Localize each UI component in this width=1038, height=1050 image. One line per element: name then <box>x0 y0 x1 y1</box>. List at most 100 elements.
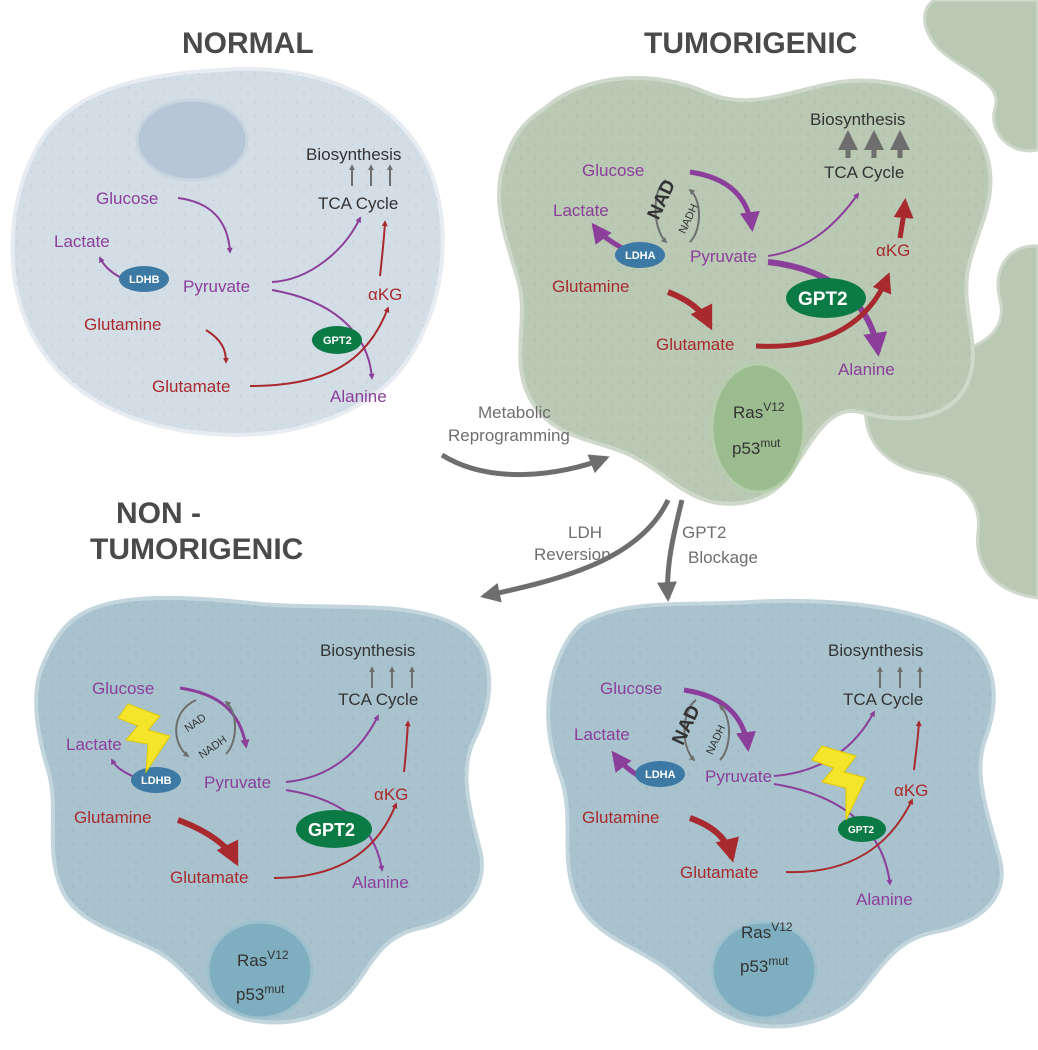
svg-text:RasV12: RasV12 <box>237 948 289 970</box>
tumor-lactate: Lactate <box>553 201 609 220</box>
ldh-tca: TCA Cycle <box>338 690 418 709</box>
gpt2b-glutamine: Glutamine <box>582 808 659 827</box>
metabolic-label-1: Metabolic <box>478 403 551 422</box>
tumor-nucleus <box>710 362 806 494</box>
heading-normal: NORMAL <box>182 27 314 60</box>
gpt2b-tca: TCA Cycle <box>843 690 923 709</box>
nontumor-nucleus-ldh <box>206 920 314 1020</box>
normal-biosynthesis: Biosynthesis <box>306 145 401 164</box>
normal-pyruvate: Pyruvate <box>183 277 250 296</box>
nontumor-cell-gpt2-texture <box>548 600 1002 1027</box>
normal-glutamine: Glutamine <box>84 315 161 334</box>
svg-text:RasV12: RasV12 <box>741 920 793 942</box>
gpt2b-ras: Ras <box>741 923 771 942</box>
heading-non-tumorigenic-2: TUMORIGENIC <box>90 533 303 566</box>
gpt2b-alanine: Alanine <box>856 890 913 909</box>
heading-non-tumorigenic-1: NON - <box>116 497 201 530</box>
tumor-ras: Ras <box>733 403 763 422</box>
ldh-gpt2-label: GPT2 <box>308 820 355 840</box>
ldh-inhibitor-bolt-icon <box>117 703 171 774</box>
gpt2b-biosynthesis: Biosynthesis <box>828 641 923 660</box>
nontumor-cell-ldh-texture <box>36 597 490 1023</box>
ldh-p53-sup: mut <box>264 982 285 996</box>
ldha-enzyme <box>615 242 665 268</box>
tumor-pathway <box>591 130 914 357</box>
ldh-label-2: Reversion <box>534 545 611 564</box>
normal-tca: TCA Cycle <box>318 194 398 213</box>
svg-text:RasV12: RasV12 <box>733 400 785 422</box>
ldh-glutamine: Glutamine <box>74 808 151 827</box>
normal-glutamate: Glutamate <box>152 377 230 396</box>
gpt2-blockage-arrow <box>656 499 685 602</box>
ldh-nucleus-labels: RasV12 p53mut <box>236 948 289 1004</box>
gpt2b-gpt2-label: GPT2 <box>848 825 875 836</box>
ldhb-enzyme <box>119 266 169 292</box>
tumor-akg: αKG <box>876 241 910 260</box>
ldh-label-1: LDH <box>568 523 602 542</box>
tumor-p53: p53 <box>732 439 760 458</box>
gpt2b-nucleus-labels: RasV12 p53mut <box>740 920 793 976</box>
svg-text:p53mut: p53mut <box>740 954 789 976</box>
gpt2-label-2: Blockage <box>688 548 758 567</box>
ldha-enzyme-active <box>635 761 685 787</box>
ldh-p53: p53 <box>236 985 264 1004</box>
tumor-gpt2-label: GPT2 <box>798 289 848 310</box>
svg-text:p53mut: p53mut <box>732 436 781 458</box>
gpt2b-p53: p53 <box>740 957 768 976</box>
gpt2b-lactate: Lactate <box>574 725 630 744</box>
gpt2b-p53-sup: mut <box>768 954 789 968</box>
normal-gpt2-label: GPT2 <box>323 335 352 347</box>
metabolic-reprogramming-arrow <box>440 452 610 477</box>
ldh-ras: Ras <box>237 951 267 970</box>
ldh-lactate: Lactate <box>66 735 122 754</box>
tumor-ldha-label: LDHA <box>625 250 656 262</box>
normal-alanine: Alanine <box>330 387 387 406</box>
tumor-pyruvate: Pyruvate <box>690 247 757 266</box>
gpt2b-ldha-label: LDHA <box>645 769 676 781</box>
normal-akg: αKG <box>368 285 402 304</box>
gpt2b-akg: αKG <box>894 781 928 800</box>
ldh-glutamate: Glutamate <box>170 868 248 887</box>
neighbor-tumor-cell-right <box>863 244 1038 600</box>
gpt2-label-1: GPT2 <box>682 523 726 542</box>
gpt2-enzyme-blocked <box>838 816 886 842</box>
tumor-cell-texture <box>498 77 991 504</box>
ldh-reversion-pathway <box>111 666 415 879</box>
gpt2-enzyme-active <box>296 810 372 848</box>
gpt2b-glucose: Glucose <box>600 679 662 698</box>
tumor-glutamate: Glutamate <box>656 335 734 354</box>
gpt2-enzyme-large <box>786 278 866 318</box>
svg-text:p53mut: p53mut <box>236 982 285 1004</box>
gpt2-blockage-pathway <box>611 666 923 886</box>
tumor-biosynthesis: Biosynthesis <box>810 110 905 129</box>
tumor-tca: TCA Cycle <box>824 163 904 182</box>
heading-tumorigenic: TUMORIGENIC <box>644 27 857 60</box>
normal-nucleus <box>135 98 249 182</box>
gpt2b-pyruvate: Pyruvate <box>705 767 772 786</box>
gpt2b-ras-sup: V12 <box>771 920 793 934</box>
tumor-ras-sup: V12 <box>763 400 785 414</box>
normal-glucose: Glucose <box>96 189 158 208</box>
gpt2-inhibitor-bolt-icon <box>811 745 867 821</box>
neighbor-tumor-cell-top <box>923 0 1038 153</box>
ldh-pyruvate: Pyruvate <box>204 773 271 792</box>
nontumor-nucleus-gpt2 <box>710 920 818 1020</box>
ldh-akg: αKG <box>374 785 408 804</box>
tumor-glutamine: Glutamine <box>552 277 629 296</box>
ldh-biosynthesis: Biosynthesis <box>320 641 415 660</box>
tumor-alanine: Alanine <box>838 360 895 379</box>
ldh-glucose: Glucose <box>92 679 154 698</box>
normal-pathway <box>99 164 393 387</box>
normal-ldhb-label: LDHB <box>129 274 160 286</box>
ldhb-enzyme-restored <box>131 767 181 793</box>
ldh-alanine: Alanine <box>352 873 409 892</box>
gpt2b-glutamate: Glutamate <box>680 863 758 882</box>
ldh-ldhb-label: LDHB <box>141 775 172 787</box>
tumor-p53-sup: mut <box>760 436 781 450</box>
ldh-ras-sup: V12 <box>267 948 289 962</box>
normal-lactate: Lactate <box>54 232 110 251</box>
tumor-nucleus-labels: RasV12 p53mut <box>732 400 785 458</box>
tumor-glucose: Glucose <box>582 161 644 180</box>
gpt2-enzyme <box>312 326 362 354</box>
